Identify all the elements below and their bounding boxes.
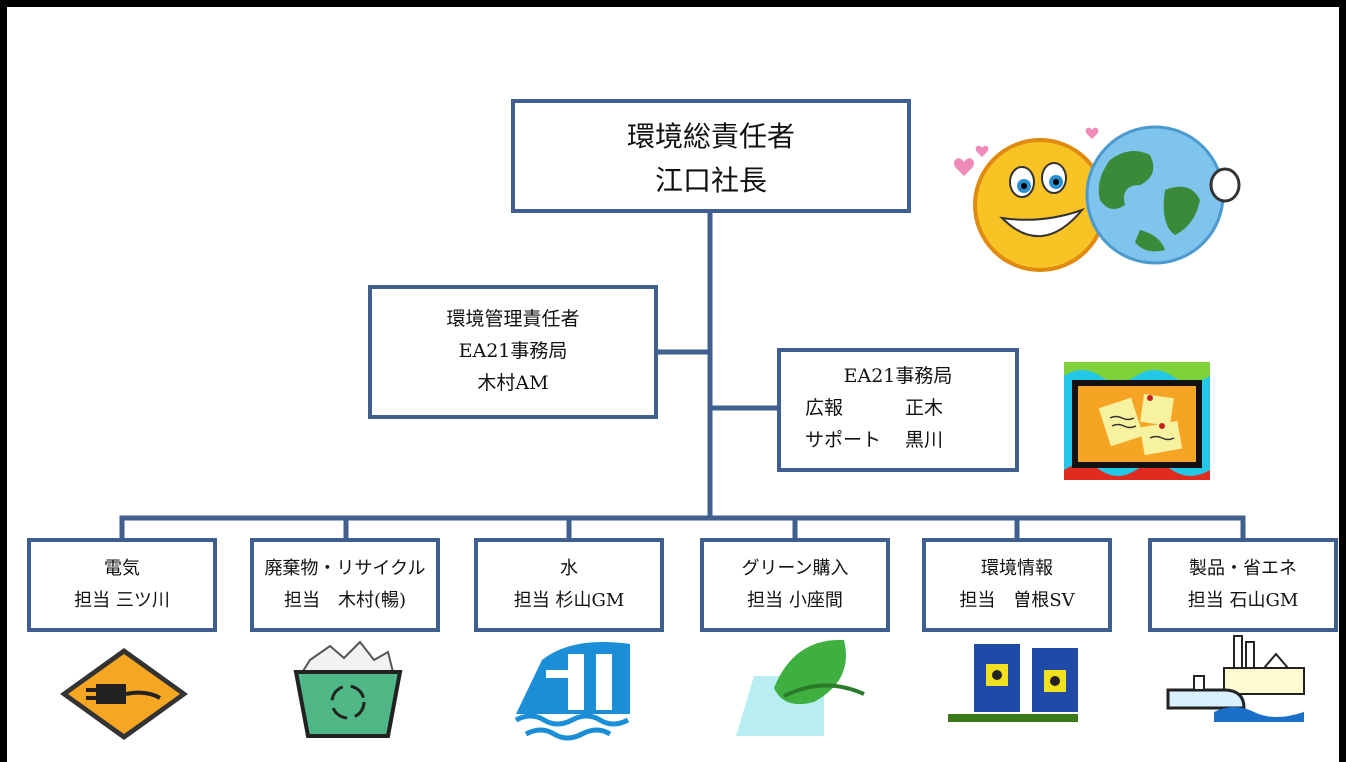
secretariat-role: サポート bbox=[805, 429, 882, 451]
department-box-waste: 廃棄物・リサイクル 担当 木村(暢) bbox=[250, 538, 440, 632]
secretariat-person: 黒川 bbox=[905, 429, 944, 451]
department-box-electricity: 電気 担当 三ツ川 bbox=[27, 538, 217, 632]
factory-pipe-icon bbox=[1166, 635, 1305, 722]
department-person: 担当 小座間 bbox=[747, 590, 843, 611]
bulletin-board-icon bbox=[1064, 362, 1210, 480]
department-title: グリーン購入 bbox=[741, 558, 849, 579]
manager-name: 木村AM bbox=[477, 372, 549, 394]
electric-plug-icon bbox=[60, 648, 188, 740]
water-tap-icon bbox=[514, 642, 630, 741]
secretariat-box: EA21事務局 広報 正木 サポート 黒川 bbox=[777, 348, 1019, 472]
department-person: 担当 三ツ川 bbox=[74, 590, 170, 611]
department-person: 担当 木村(暢) bbox=[283, 590, 407, 611]
department-person: 担当 石山GM bbox=[1187, 590, 1299, 611]
smiley-globe-icon bbox=[954, 125, 1241, 272]
department-box-products-energy: 製品・省エネ 担当 石山GM bbox=[1148, 538, 1338, 632]
recycle-bin-icon bbox=[293, 640, 403, 738]
department-box-water: 水 担当 杉山GM bbox=[474, 538, 664, 632]
department-title: 水 bbox=[560, 558, 578, 579]
secretariat-row: 広報 正木 bbox=[781, 392, 1015, 424]
top-name: 江口社長 bbox=[654, 164, 767, 197]
secretariat-title: EA21事務局 bbox=[843, 365, 953, 387]
secretariat-role: 広報 bbox=[805, 397, 844, 419]
hazard-barrels-icon bbox=[948, 644, 1078, 722]
manager-office: EA21事務局 bbox=[458, 340, 568, 362]
environment-manager-box: 環境管理責任者 EA21事務局 木村AM bbox=[368, 285, 658, 419]
top-title: 環境総責任者 bbox=[626, 120, 795, 153]
secretariat-row: サポート 黒川 bbox=[781, 424, 1015, 456]
department-box-environment-info: 環境情報 担当 曽根SV bbox=[922, 538, 1112, 632]
department-title: 電気 bbox=[104, 558, 140, 579]
secretariat-person: 正木 bbox=[905, 397, 944, 419]
department-title: 環境情報 bbox=[981, 558, 1053, 579]
manager-title: 環境管理責任者 bbox=[446, 308, 580, 330]
department-person: 担当 曽根SV bbox=[959, 590, 1075, 611]
department-title: 廃棄物・リサイクル bbox=[264, 558, 426, 579]
green-leaf-icon bbox=[736, 639, 865, 736]
top-manager-box: 環境総責任者 江口社長 bbox=[511, 99, 911, 213]
department-title: 製品・省エネ bbox=[1189, 558, 1297, 579]
department-person: 担当 杉山GM bbox=[513, 590, 625, 611]
department-box-green-purchase: グリーン購入 担当 小座間 bbox=[700, 538, 890, 632]
